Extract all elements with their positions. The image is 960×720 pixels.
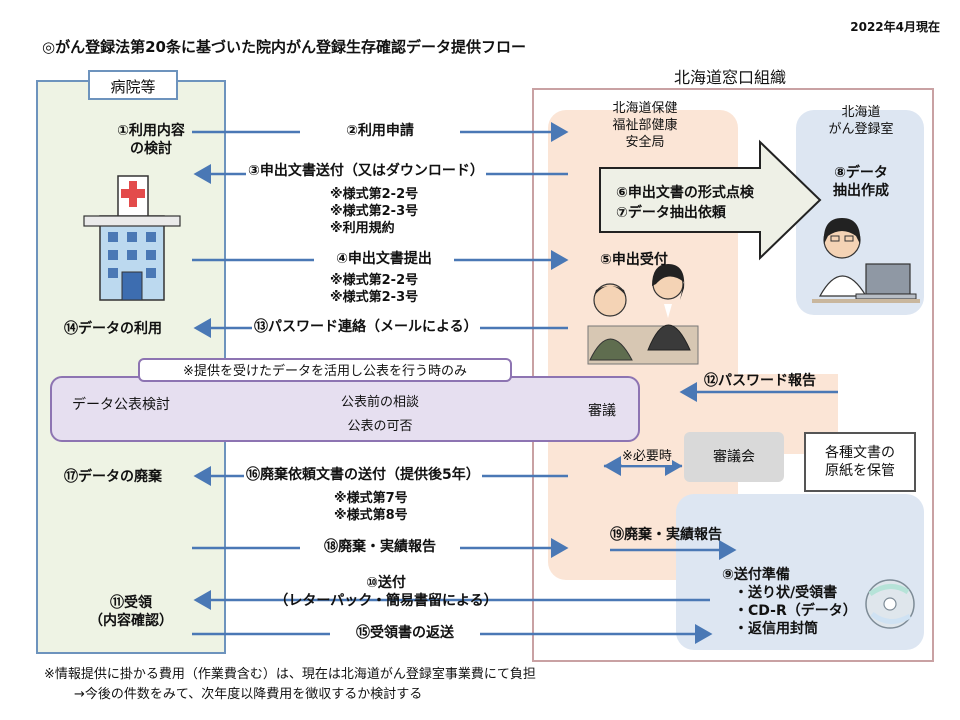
flow-step16-label: ⑯廃棄依頼文書の送付（提供後5年）: [244, 466, 482, 484]
hospital-header: 病院等: [88, 70, 178, 100]
registry-staff-computer-icon: [812, 218, 920, 303]
hospital-data-publish: データ公表検討: [72, 397, 170, 413]
flow-step15-label: ⑮受領書の返送: [330, 624, 480, 642]
process-big-arrow: [599, 139, 822, 261]
docs-keep-box: 各種文書の 原紙を保管: [804, 432, 916, 492]
cd-rom-icon: [865, 579, 915, 629]
flow-publish-ok-label: 公表の可否: [320, 418, 440, 435]
org-review: 審議: [588, 403, 616, 419]
org-dept-name: 北海道保健 福祉部健康 安全局: [612, 101, 678, 150]
flow-step18-label: ⑱廃棄・実績報告: [300, 538, 460, 556]
flow-step3-label: ③申出文書送付（又はダウンロード）: [246, 162, 486, 180]
flow-step2-label: ②利用申請: [300, 122, 460, 140]
org-step5: ⑤申出受付: [600, 252, 668, 268]
publish-condition-note: ※提供を受けたデータを活用し公表を行う時のみ: [138, 358, 512, 382]
hospital-step11: ⑪受領 （内容確認）: [89, 595, 173, 629]
org-step6: ⑥申出文書の形式点検: [616, 185, 754, 201]
council-note: ※必要時: [622, 448, 672, 465]
org-registry-name: 北海道 がん登録室: [828, 105, 894, 137]
flow-step10-label: ⑩送付 （レターパック・簡易書留による）: [274, 575, 498, 609]
org-step7: ⑦データ抽出依頼: [616, 205, 726, 221]
org-step9-items: ・送り状/受領書 ・CD-R（データ） ・返信用封筒: [734, 585, 857, 637]
flow-step16-items: ※様式第7号 ※様式第8号: [334, 491, 408, 523]
page-title: ◎がん登録法第20条に基づいた院内がん登録生存確認データ提供フロー: [42, 38, 526, 56]
hospital-building-icon: [83, 175, 181, 301]
hospital-step14: ⑭データの利用: [64, 321, 162, 337]
date-label: 2022年4月現在: [850, 20, 940, 34]
flow-step13-label: ⑬パスワード連絡（メールによる）: [252, 318, 480, 336]
flow-step4-items: ※様式第2-2号 ※様式第2-3号: [330, 273, 419, 305]
footnote-line2: →今後の件数をみて、次年度以降費用を徴収するか検討する: [74, 687, 423, 702]
reception-staff-icon: [587, 264, 699, 365]
org-step12: ⑫パスワード報告: [704, 373, 816, 389]
org-step8: ⑧データ 抽出作成: [833, 165, 889, 199]
flow-step4-label: ④申出文書提出: [314, 250, 454, 268]
hospital-step1: ①利用内容 の検討: [117, 123, 185, 157]
flow-step3-items: ※様式第2-2号 ※様式第2-3号 ※利用規約: [330, 187, 419, 236]
hospital-step17: ⑰データの廃棄: [64, 469, 162, 485]
flow-pre-consult-label: 公表前の相談: [320, 394, 440, 411]
footnote-line1: ※情報提供に掛かる費用（作業費含む）は、現在は北海道がん登録室事業費にて負担: [44, 667, 536, 682]
org-header: 北海道窓口組織: [640, 64, 820, 88]
org-step9-title: ⑨送付準備: [722, 567, 790, 583]
org-step19: ⑲廃棄・実績報告: [610, 527, 722, 543]
council-box: 審議会: [684, 432, 784, 482]
